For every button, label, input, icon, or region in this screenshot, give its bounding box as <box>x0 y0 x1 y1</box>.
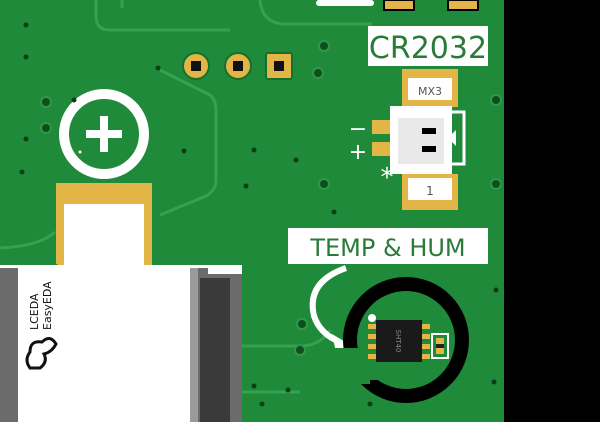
plus-symbol-icon <box>86 116 122 152</box>
logo-line1: LCEDA <box>28 293 41 330</box>
small-capacitor <box>431 333 449 359</box>
connector-mx3: MX3 1 <box>372 69 466 210</box>
vendor-logo: LCEDA EasyEDA <box>28 281 54 330</box>
sensor-chip: SHT40 <box>368 314 430 362</box>
connector-ref: MX3 <box>418 85 442 98</box>
cloud-logo-icon <box>25 337 58 370</box>
battery-label-box <box>368 26 488 66</box>
logo-line2: EasyEDA <box>41 281 54 330</box>
top-pad-right <box>447 0 479 11</box>
micro-vias <box>19 22 499 407</box>
sensor-label-box <box>288 228 488 264</box>
sensor-ring <box>322 277 469 403</box>
top-pad-left <box>383 0 415 11</box>
pin-one-label: 1 <box>426 184 434 198</box>
battery-tab <box>49 183 161 273</box>
vias <box>40 40 502 356</box>
header-pins <box>182 52 293 80</box>
minus-label: − <box>349 117 367 142</box>
battery-label: CR2032 <box>369 31 487 66</box>
battery-holder <box>0 265 242 422</box>
asterisk-label: * <box>381 163 394 193</box>
top-part-body <box>316 0 374 6</box>
mounting-hole <box>59 89 149 179</box>
chip-marking: SHT40 <box>394 330 402 353</box>
board-edge-background <box>504 0 600 422</box>
plus-label: + <box>349 140 367 165</box>
sensor-label: TEMP & HUM <box>309 234 465 262</box>
